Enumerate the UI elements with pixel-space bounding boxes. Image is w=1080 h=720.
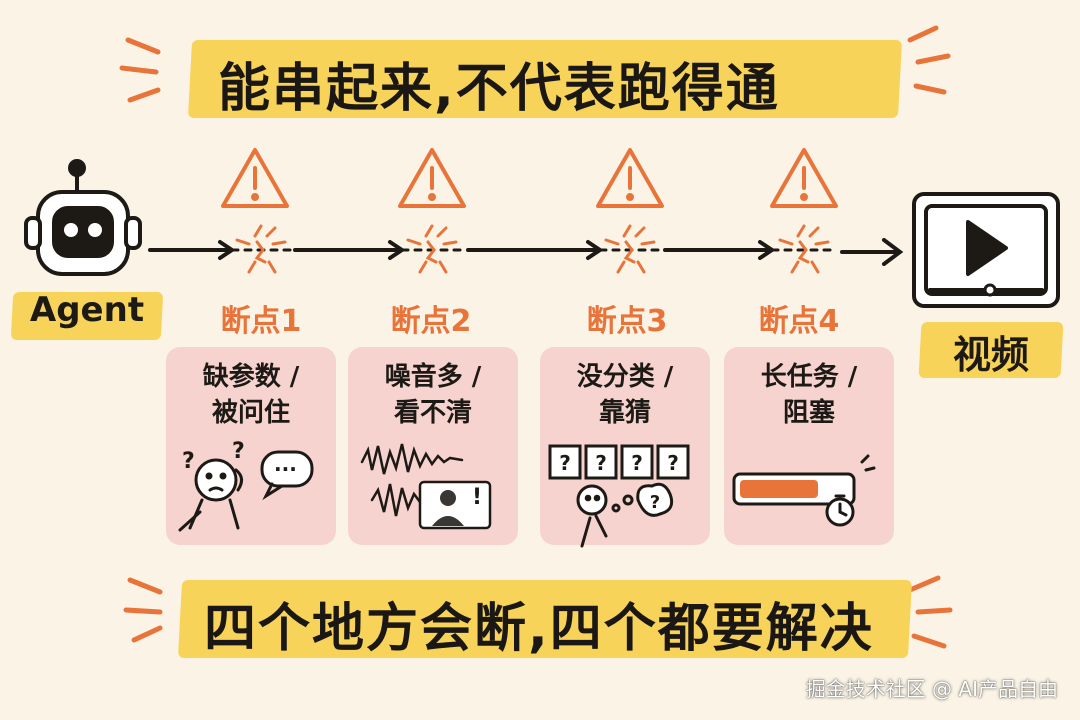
- watermark: 掘金技术社区 @ AI产品自由: [806, 673, 1058, 702]
- footer-text: 四个地方会断,四个都要解决: [204, 586, 874, 661]
